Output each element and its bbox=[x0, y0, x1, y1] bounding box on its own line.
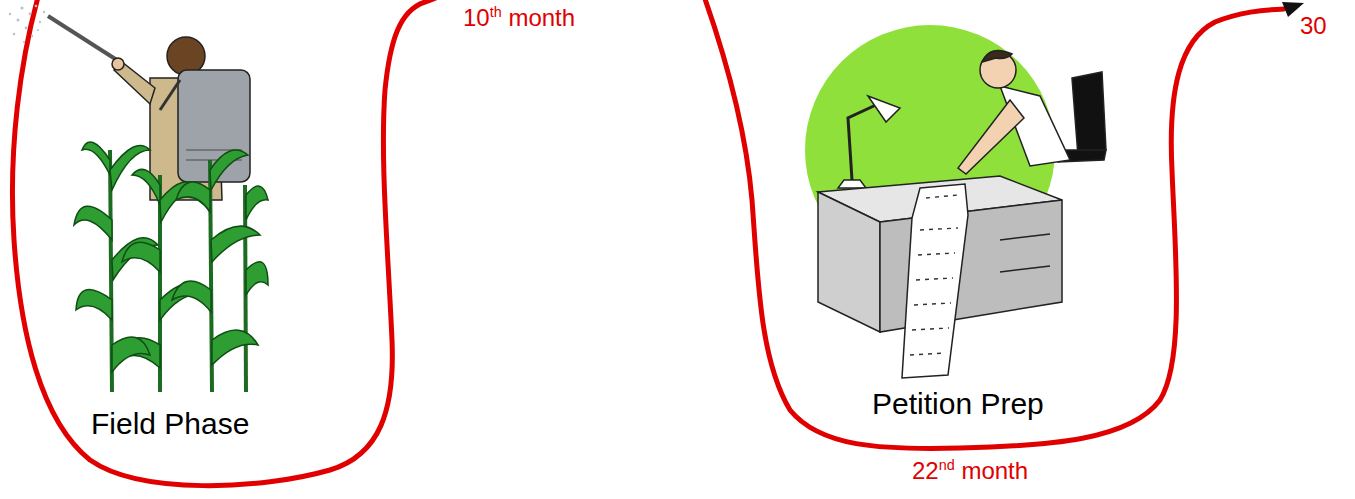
phase-name: Petition Prep bbox=[872, 387, 1044, 422]
paper-writing bbox=[926, 195, 958, 198]
corn-plants bbox=[246, 186, 268, 220]
worker-arm bbox=[958, 100, 1024, 174]
paper-writing bbox=[920, 228, 958, 230]
spray-mist bbox=[37, 29, 39, 31]
spray-mist bbox=[31, 35, 33, 37]
corn-plants bbox=[76, 290, 112, 320]
desk-lamp bbox=[848, 104, 878, 180]
corn-plants bbox=[211, 226, 260, 262]
chair bbox=[1072, 72, 1106, 156]
text-part: month bbox=[502, 4, 575, 31]
corn-plants bbox=[112, 337, 150, 372]
text-part: 10 bbox=[463, 4, 490, 31]
paper-writing bbox=[918, 253, 955, 255]
desk-lamp bbox=[838, 180, 866, 188]
paper-writing bbox=[912, 328, 949, 330]
corn-plants bbox=[172, 281, 211, 312]
spray-mist bbox=[39, 21, 41, 23]
phase-region: Field Phase bbox=[83, 403, 257, 446]
desk-drawer bbox=[1000, 234, 1050, 240]
ordinal-suffix: th bbox=[490, 4, 502, 20]
spray-mist bbox=[25, 27, 28, 30]
corn-plants bbox=[122, 242, 160, 272]
corn-plants bbox=[176, 182, 210, 212]
text-part: 22 bbox=[912, 457, 939, 484]
milestone-label: 22nd month bbox=[912, 457, 1028, 485]
farmer-hand bbox=[112, 58, 124, 70]
spraying-farmer-illustration bbox=[9, 5, 250, 200]
phase-region: Petition Prep bbox=[864, 383, 1052, 426]
milestone-label: 30 bbox=[1300, 12, 1327, 40]
spray-mist bbox=[23, 41, 25, 43]
spray-mist bbox=[35, 5, 38, 8]
corn-plants bbox=[110, 146, 150, 191]
spray-mist bbox=[17, 19, 20, 22]
corn-plants bbox=[74, 142, 268, 392]
corn-plants bbox=[210, 150, 248, 190]
spray-wand bbox=[48, 16, 120, 62]
ordinal-suffix: nd bbox=[939, 457, 955, 473]
backpack-strap bbox=[160, 80, 180, 110]
spray-mist bbox=[20, 6, 23, 9]
spray-mist bbox=[29, 13, 32, 16]
desk-worker-illustration bbox=[805, 25, 1106, 378]
desk-front bbox=[818, 192, 880, 332]
phase-name: Field Phase bbox=[91, 407, 249, 442]
spray-mist bbox=[9, 5, 45, 43]
desk-lamp bbox=[868, 96, 900, 122]
timeline-curve bbox=[12, 0, 1284, 486]
text-part: month bbox=[955, 457, 1028, 484]
paper-strip bbox=[902, 184, 968, 378]
corn-plants bbox=[132, 169, 160, 205]
timeline-curve bbox=[700, 0, 1284, 448]
worker-hair bbox=[982, 50, 1012, 62]
paper-writing bbox=[914, 303, 951, 305]
spray-mist bbox=[13, 33, 16, 36]
paper-writing bbox=[910, 195, 958, 355]
desk-drawer bbox=[1000, 266, 1050, 272]
paper-writing bbox=[910, 353, 946, 355]
spray-mist bbox=[43, 11, 45, 13]
corn-plants bbox=[82, 142, 110, 175]
corn-plants bbox=[246, 262, 268, 295]
corn-plants bbox=[74, 206, 112, 240]
timeline-curve bbox=[12, 0, 455, 486]
paper-writing bbox=[916, 278, 953, 280]
milestone-label: 10th month bbox=[463, 4, 575, 32]
corn-plants bbox=[212, 330, 258, 365]
spray-mist bbox=[9, 13, 11, 15]
